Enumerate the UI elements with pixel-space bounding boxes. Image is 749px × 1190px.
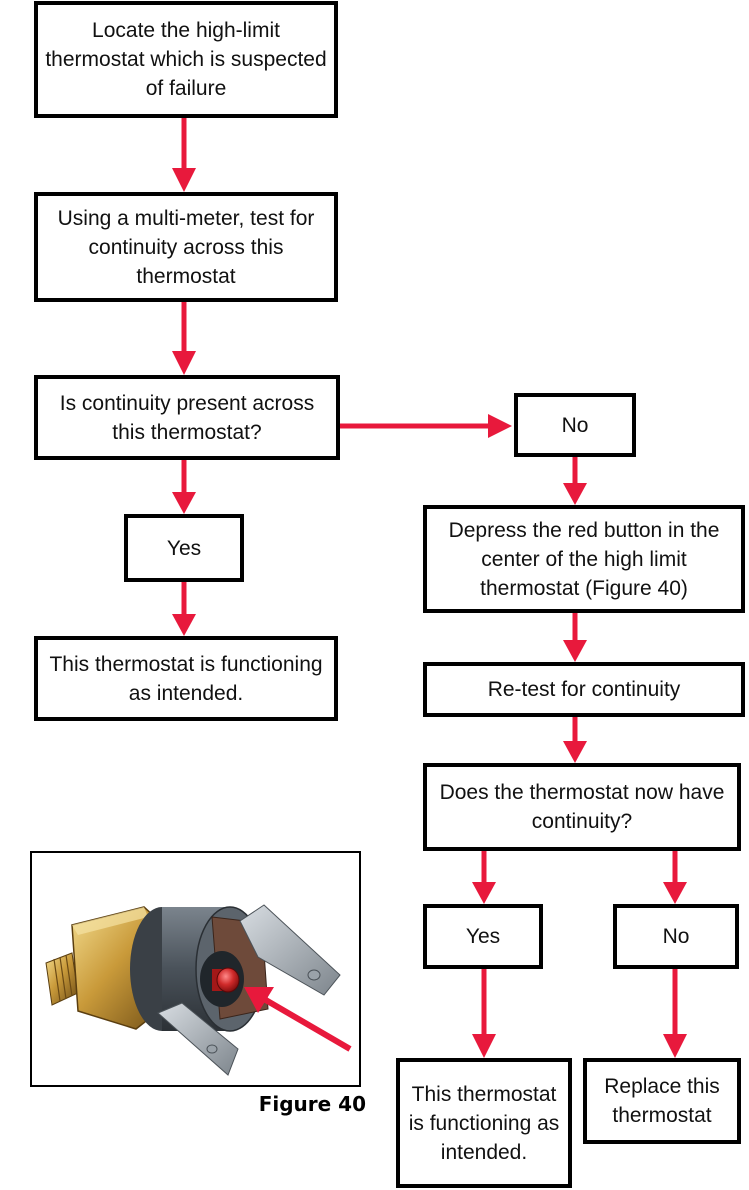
red-reset-button	[216, 967, 240, 993]
box-question-continuity: Is continuity present across this thermo…	[34, 375, 340, 460]
thermostat-illustration	[45, 904, 352, 1076]
box-question-2: Does the thermostat now have continuity?	[423, 763, 741, 851]
box-no-2-text: No	[662, 925, 690, 948]
box-retest: Re-test for continuity	[423, 662, 745, 717]
box-replace-text: Replace this thermostat	[604, 1075, 720, 1127]
box-retest-text: Re-test for continuity	[487, 678, 681, 701]
pointer-arrow	[262, 996, 352, 1052]
box-depress-text: Depress the red button in the center of …	[448, 518, 720, 600]
figure-frame	[30, 851, 361, 1087]
box-depress-button: Depress the red button in the center of …	[423, 505, 745, 613]
box-yes-1-text: Yes	[166, 536, 202, 560]
box-functioning-1-text: This thermostat is functioning as intend…	[49, 652, 323, 705]
box-test-continuity: Using a multi-meter, test for continuity…	[34, 192, 338, 302]
box-yes-2-text: Yes	[465, 925, 501, 948]
box-replace-thermostat: Replace this thermostat	[583, 1058, 741, 1144]
threaded-stud	[45, 952, 79, 1006]
box-yes-2: Yes	[423, 904, 543, 969]
box-functioning-1: This thermostat is functioning as intend…	[34, 636, 338, 721]
box-question-text: Is continuity present across this thermo…	[59, 391, 315, 444]
box-question-2-text: Does the thermostat now have continuity?	[439, 781, 725, 833]
box-yes-1: Yes	[124, 514, 244, 582]
figure-caption: Figure 40	[258, 1092, 366, 1116]
box-no-1-text: No	[561, 413, 589, 437]
box-no-2: No	[613, 904, 739, 969]
terminal-tab-lower	[157, 1002, 239, 1076]
box-functioning-2-text: This thermostat is functioning as intend…	[408, 1082, 560, 1164]
box-locate-text: Locate the high-limit thermostat which i…	[45, 19, 327, 100]
box-locate-thermostat: Locate the high-limit thermostat which i…	[34, 1, 338, 118]
box-no-1: No	[514, 393, 636, 457]
box-functioning-2: This thermostat is functioning as intend…	[396, 1058, 572, 1188]
box-test-text: Using a multi-meter, test for continuity…	[57, 206, 315, 288]
